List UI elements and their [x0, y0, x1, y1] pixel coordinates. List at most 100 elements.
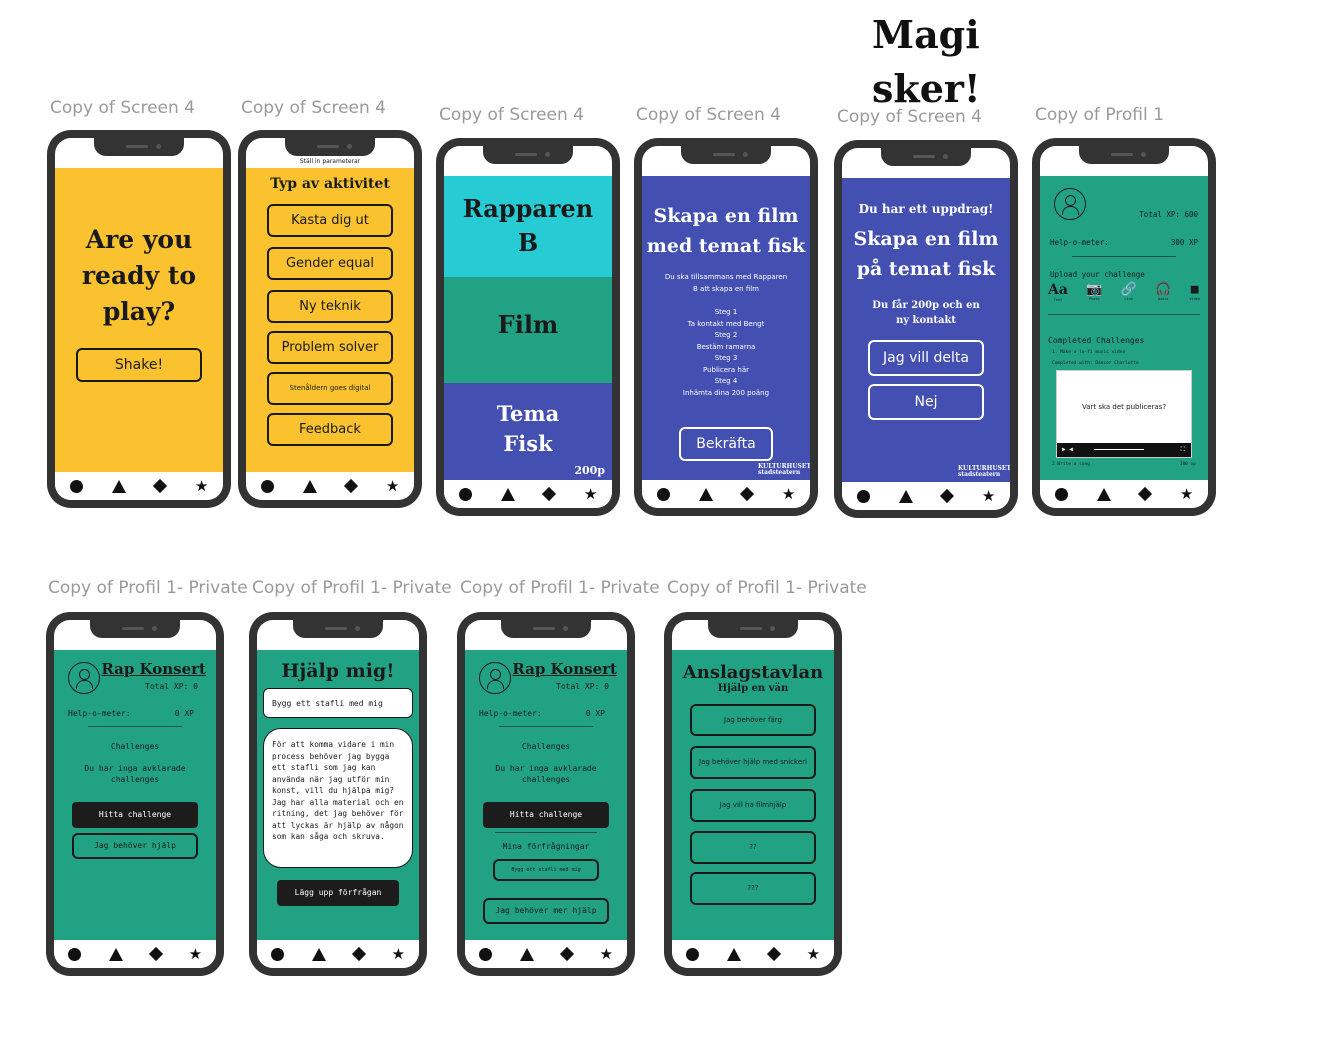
diamond-icon[interactable]: [940, 488, 955, 504]
triangle-icon[interactable]: [501, 487, 516, 501]
upload-video[interactable]: ■Video: [1189, 282, 1200, 301]
circle-icon[interactable]: [69, 479, 83, 493]
diamond-icon[interactable]: [351, 946, 366, 962]
frame-label[interactable]: Copy of Screen 4: [636, 105, 781, 125]
frame-label[interactable]: Copy of Profil 1: [1035, 105, 1164, 125]
triangle-icon[interactable]: [311, 947, 326, 961]
frame-label[interactable]: Copy of Profil 1- Private: [48, 578, 248, 598]
option-button[interactable]: Feedback: [267, 413, 393, 446]
diamond-icon[interactable]: [542, 486, 557, 502]
post-request-button[interactable]: Lägg upp förfrågan: [277, 880, 399, 906]
request-title-input[interactable]: Bygg ett stafli med mig: [263, 688, 413, 718]
triangle-icon[interactable]: [519, 947, 534, 961]
frame-label[interactable]: Copy of Screen 4: [837, 107, 982, 127]
option-button[interactable]: Stenåldern goes digital: [267, 372, 393, 405]
avatar[interactable]: [68, 662, 100, 694]
steps-screen: Skapa en film med temat fisk Du ska till…: [642, 176, 810, 480]
frame-label[interactable]: Copy of Profil 1- Private: [667, 578, 867, 598]
star-icon[interactable]: ★: [188, 944, 203, 963]
upload-link[interactable]: 🔗Link: [1120, 282, 1137, 301]
artist-block[interactable]: Rapparen B: [444, 176, 612, 277]
circle-icon[interactable]: [685, 947, 699, 961]
star-icon[interactable]: ★: [194, 476, 209, 495]
video-player[interactable]: Vart ska det publiceras? ▶ ◀ ⛶: [1056, 370, 1192, 458]
video-controls[interactable]: ▶ ◀ ⛶: [1057, 443, 1191, 457]
total-xp: Total XP: 600: [1139, 210, 1198, 219]
step-line[interactable]: Publicera här: [702, 365, 750, 374]
step-line: Steg 3: [714, 354, 738, 362]
avatar[interactable]: [1054, 188, 1086, 220]
bottom-nav: ★: [54, 940, 216, 968]
star-icon[interactable]: ★: [385, 476, 400, 495]
help-meter-label: Help-o-meter:: [479, 709, 542, 718]
triangle-icon[interactable]: [1097, 487, 1112, 501]
find-challenge-button[interactable]: Hitta challenge: [72, 802, 198, 828]
notice-card[interactable]: Jag behöver färg: [690, 704, 816, 736]
triangle-icon[interactable]: [108, 947, 123, 961]
circle-icon[interactable]: [67, 947, 81, 961]
need-help-button[interactable]: Jag behöver hjälp: [72, 833, 198, 859]
format-block[interactable]: Film: [444, 277, 612, 383]
star-icon[interactable]: ★: [583, 484, 598, 503]
frame-label[interactable]: Copy of Profil 1- Private: [252, 578, 452, 598]
text-icon: Aa: [1048, 282, 1068, 298]
diamond-icon[interactable]: [148, 946, 163, 962]
star-icon[interactable]: ★: [599, 944, 614, 963]
divider: [499, 726, 593, 727]
triangle-icon[interactable]: [726, 947, 741, 961]
option-button[interactable]: Kasta dig ut: [267, 204, 393, 237]
option-button[interactable]: Gender equal: [267, 247, 393, 280]
diamond-icon[interactable]: [153, 478, 168, 494]
notice-card[interactable]: Jag behöver hjälp med snickeri: [690, 746, 816, 779]
notice-card[interactable]: Jag vill ha filmhjälp: [690, 789, 816, 822]
option-button[interactable]: Ny teknik: [267, 290, 393, 323]
upload-audio[interactable]: 🎧Audio: [1155, 282, 1172, 301]
diamond-icon[interactable]: [559, 946, 574, 962]
bottom-nav: ★: [642, 480, 810, 508]
frame-label[interactable]: Copy of Screen 4: [50, 98, 195, 118]
diamond-icon[interactable]: [766, 946, 781, 962]
find-challenge-button[interactable]: Hitta challenge: [483, 802, 609, 828]
bottom-nav: ★: [55, 472, 223, 500]
avatar[interactable]: [479, 662, 511, 694]
need-more-help-button[interactable]: Jag behöver mer hjälp: [483, 898, 609, 924]
diamond-icon[interactable]: [344, 478, 359, 494]
triangle-icon[interactable]: [303, 479, 318, 493]
star-icon[interactable]: ★: [806, 944, 821, 963]
shake-button[interactable]: Shake!: [76, 348, 202, 382]
theme-block[interactable]: Tema Fisk 200p: [444, 383, 612, 480]
circle-icon[interactable]: [1054, 487, 1068, 501]
frame-label[interactable]: Copy of Screen 4: [241, 98, 386, 118]
diamond-icon[interactable]: [1138, 486, 1153, 502]
star-icon[interactable]: ★: [1179, 484, 1194, 503]
notice-card[interactable]: ??: [690, 831, 816, 864]
phone-frame-profile-requests: Rap Konsert Total XP: 0 Help-o-meter:0 X…: [457, 612, 635, 976]
triangle-icon[interactable]: [112, 479, 127, 493]
fullscreen-icon[interactable]: ⛶: [1180, 446, 1185, 453]
frame-label[interactable]: Copy of Screen 4: [439, 105, 584, 125]
diamond-icon[interactable]: [740, 486, 755, 502]
notice-card[interactable]: ???: [690, 872, 816, 905]
phone-frame-ready: Are you ready to play? Shake! ★: [47, 130, 231, 508]
request-item[interactable]: Bygg ett stafli med mig: [493, 859, 599, 881]
triangle-icon[interactable]: [699, 487, 714, 501]
circle-icon[interactable]: [656, 487, 670, 501]
star-icon[interactable]: ★: [981, 486, 996, 505]
star-icon[interactable]: ★: [391, 944, 406, 963]
request-description-input[interactable]: För att komma vidare i min process behöv…: [263, 728, 413, 868]
triangle-icon[interactable]: [899, 489, 914, 503]
star-icon[interactable]: ★: [781, 484, 796, 503]
circle-icon[interactable]: [458, 487, 472, 501]
circle-icon[interactable]: [856, 489, 870, 503]
decline-button[interactable]: Nej: [868, 384, 984, 420]
option-button[interactable]: Problem solver: [267, 331, 393, 364]
confirm-button[interactable]: Bekräfta: [679, 427, 773, 461]
circle-icon[interactable]: [270, 947, 284, 961]
circle-icon[interactable]: [478, 947, 492, 961]
circle-icon[interactable]: [260, 479, 274, 493]
profile-name: Rap Konsert: [101, 660, 206, 678]
join-button[interactable]: Jag vill delta: [868, 340, 984, 376]
frame-label[interactable]: Copy of Profil 1- Private: [460, 578, 660, 598]
upload-photo[interactable]: 📷Photo: [1086, 282, 1103, 301]
